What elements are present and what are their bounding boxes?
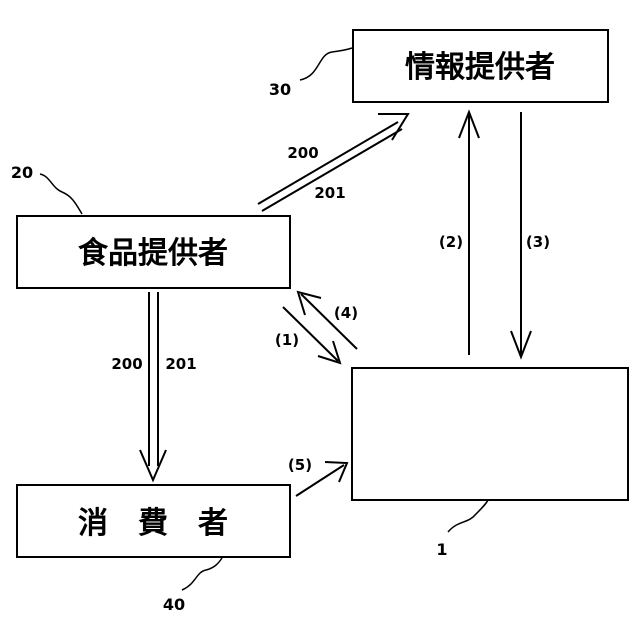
- food-provider-label: 食品提供者: [78, 236, 228, 271]
- food-to-consumer-arrowhead: [140, 450, 166, 480]
- food-to-consumer-label-a: 200: [111, 355, 142, 373]
- info-provider-label: 情報提供者: [405, 50, 555, 85]
- food-provider-ref-leader: [40, 174, 82, 214]
- step4-label: (4): [334, 304, 358, 322]
- consumer-label: 消 費 者: [78, 506, 228, 541]
- info-provider-ref: 30: [269, 80, 291, 99]
- consumer-node: 消 費 者: [17, 485, 290, 557]
- food-to-info-label-a: 200: [287, 144, 318, 162]
- consumer-ref-leader: [182, 558, 222, 590]
- info-provider-node: 情報提供者: [353, 30, 608, 102]
- food-to-consumer-label-b: 201: [165, 355, 196, 373]
- food-provider-node: 食品提供者: [17, 216, 290, 288]
- food-provider-ref: 20: [11, 163, 33, 182]
- step3-label: (3): [526, 233, 550, 251]
- consumer-ref: 40: [163, 595, 185, 614]
- device-ref: 1: [436, 540, 447, 559]
- food-to-consumer-double-arrow: [140, 292, 166, 480]
- food-to-info-arrowhead: [378, 114, 408, 140]
- device-box: [352, 368, 628, 500]
- food-to-info-label-b: 201: [314, 184, 345, 202]
- step2-label: (2): [439, 233, 463, 251]
- device-ref-leader: [448, 500, 488, 532]
- step5-label: (5): [288, 456, 312, 474]
- device-node: [352, 368, 628, 500]
- step1-label: (1): [275, 331, 299, 349]
- info-provider-ref-leader: [300, 48, 352, 80]
